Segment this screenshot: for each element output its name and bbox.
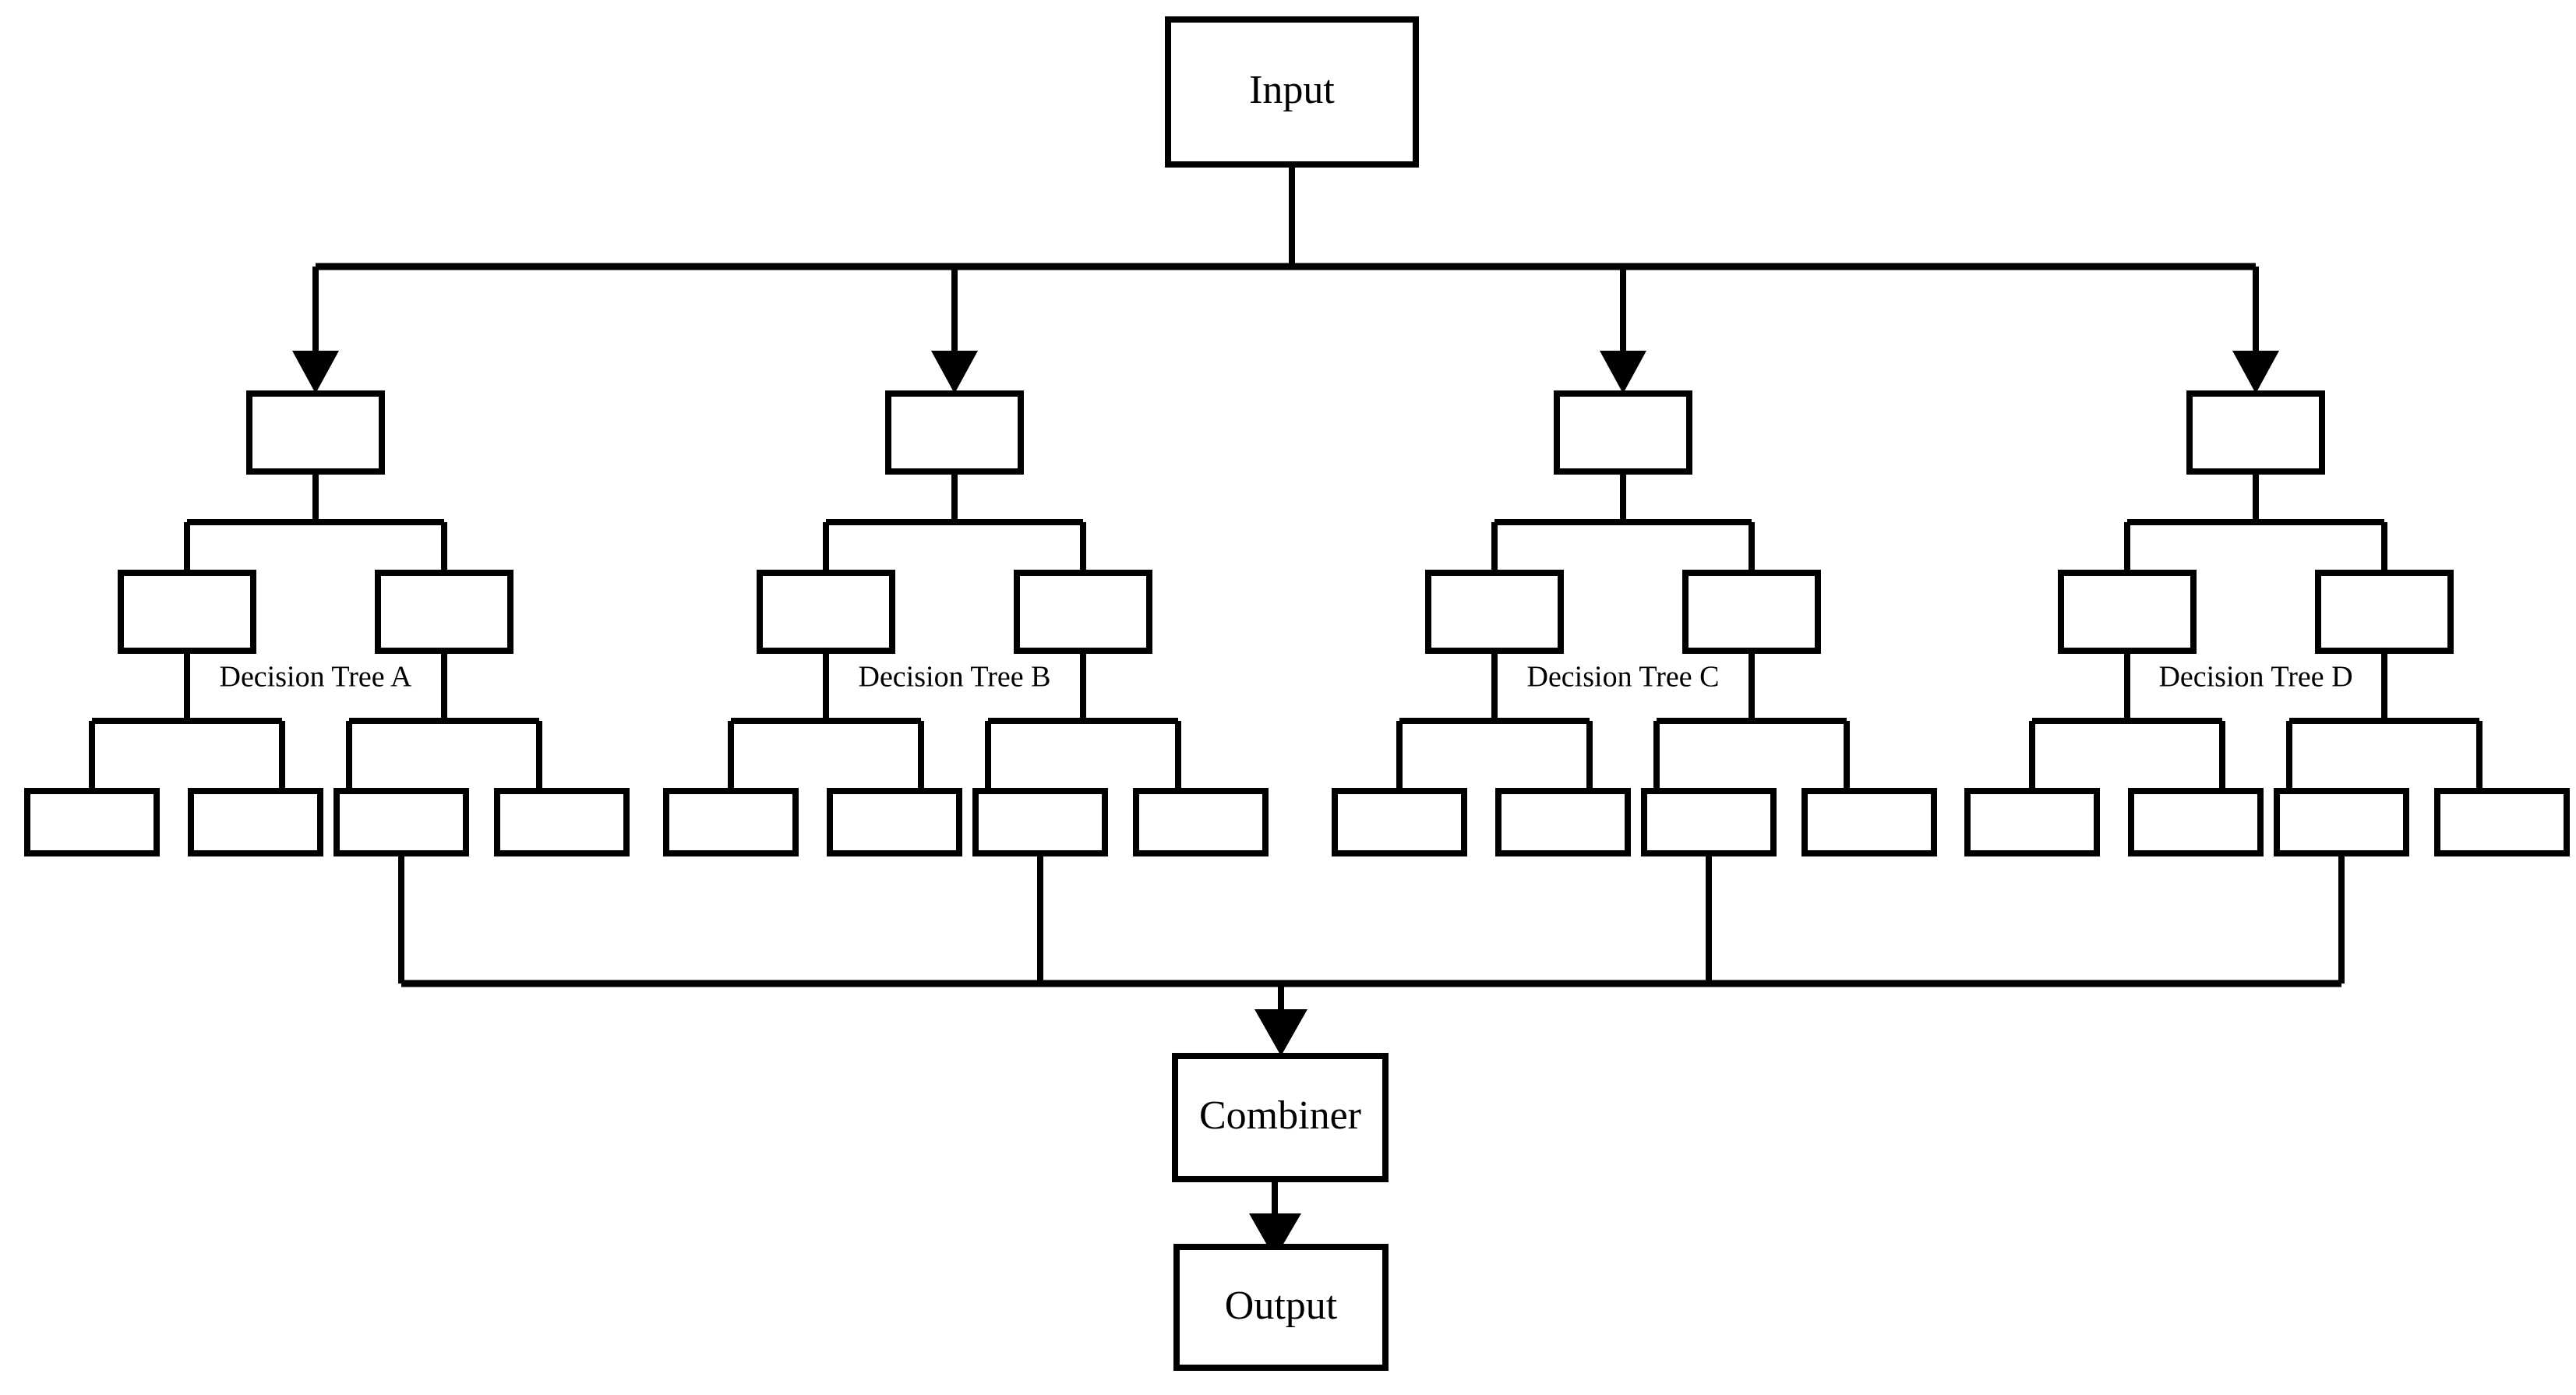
tree-a-root-node[interactable] [246,390,385,475]
tree-d-leaf-2[interactable] [2128,788,2264,856]
tree-d-leaf-1[interactable] [1964,788,2100,856]
tree-b-leaf-1[interactable] [663,788,799,856]
decision-tree-d: Decision Tree D [1964,390,2570,856]
decision-tree-c: Decision Tree C [1332,390,1937,856]
combiner-node[interactable]: Combiner [1172,1053,1389,1182]
tree-c-internal-node-right[interactable] [1682,570,1821,654]
output-node[interactable]: Output [1173,1244,1389,1371]
tree-b-label: Decision Tree B [859,661,1051,694]
tree-c-leaf-3[interactable] [1641,788,1777,856]
tree-a-internal-node-right[interactable] [375,570,513,654]
arrow-down-icon [2232,351,2279,394]
tree-c-root-node[interactable] [1554,390,1692,475]
bus-drop-tree-a [292,267,339,394]
combiner-node-label: Combiner [1199,1093,1361,1138]
decision-tree-a: Decision Tree A [24,390,630,856]
tree-a-label: Decision Tree A [220,661,413,694]
bus-drop-tree-c [1600,267,1646,394]
tree-b-leaf-4[interactable] [1133,788,1269,856]
tree-b-root-node[interactable] [885,390,1024,475]
tree-b-internal-node-right[interactable] [1014,570,1152,654]
decision-tree-b: Decision Tree B [663,390,1269,856]
bus-to-combiner-arrow [1254,984,1307,1056]
input-node-rect[interactable] [1165,16,1419,168]
output-node-label: Output [1225,1284,1338,1328]
tree-d-internal-node-right[interactable] [2315,570,2454,654]
arrow-down-icon [1254,1009,1307,1056]
tree-d-leaf-3[interactable] [2274,788,2409,856]
input-node-label: Input [1249,68,1335,112]
combiner-to-output-arrow [1249,1179,1301,1259]
tree-d-internal-node-left[interactable] [2058,570,2197,654]
input-node[interactable]: Input [1165,16,1419,168]
tree-a-leaf-1[interactable] [24,788,160,856]
tree-a-leaf-2[interactable] [188,788,323,856]
bus-drop-tree-d [2232,267,2279,394]
combiner-node-rect[interactable] [1172,1053,1389,1182]
tree-a-leaf-3[interactable] [333,788,469,856]
arrow-down-icon [931,351,978,394]
tree-c-leaf-4[interactable] [1801,788,1937,856]
tree-d-root-node[interactable] [2186,390,2325,475]
arrow-down-icon [1249,1213,1301,1259]
tree-b-internal-node-left[interactable] [757,570,895,654]
output-node-rect[interactable] [1173,1244,1389,1371]
arrow-down-icon [1600,351,1646,394]
tree-c-label: Decision Tree C [1527,661,1720,694]
tree-b-leaf-3[interactable] [972,788,1108,856]
tree-b-leaf-2[interactable] [827,788,962,856]
tree-c-leaf-1[interactable] [1332,788,1467,856]
tree-d-label: Decision Tree D [2158,661,2352,694]
tree-d-leaf-4[interactable] [2434,788,2570,856]
tree-a-leaf-4[interactable] [494,788,630,856]
arrow-down-icon [292,351,339,394]
tree-a-internal-node-left[interactable] [118,570,256,654]
tree-c-internal-node-left[interactable] [1425,570,1564,654]
bus-drop-tree-b [931,267,978,394]
tree-c-leaf-2[interactable] [1495,788,1631,856]
